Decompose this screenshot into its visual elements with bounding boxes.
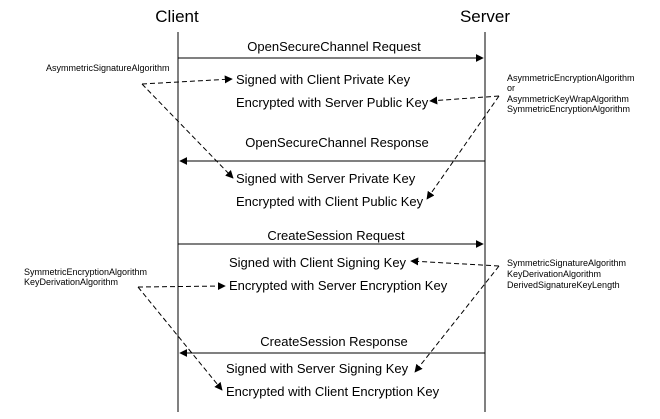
key-derivation-algorithm-left-label: KeyDerivationAlgorithm (24, 277, 118, 287)
asymmetric-key-wrap-algorithm-label: AsymmetricKeyWrapAlgorithm (507, 94, 629, 104)
encrypted-server-public-key: Encrypted with Server Public Key (236, 95, 429, 110)
asym-enc-to-client-public-key-arrow (426, 95, 500, 200)
symmetric-encryption-algorithm-right-label: SymmetricEncryptionAlgorithm (507, 104, 630, 114)
key-derivation-algorithm-right-label: KeyDerivationAlgorithm (507, 269, 601, 279)
asymmetric-encryption-algorithm-label: AsymmetricEncryptionAlgorithm (507, 73, 635, 83)
sym-sig-to-server-signing-arrow (414, 265, 500, 373)
or-label: or (507, 83, 515, 93)
sym-enc-to-client-encryption-arrow (137, 286, 223, 391)
asym-sig-to-server-signature-arrow (141, 83, 234, 179)
open-secure-channel-response-label: OpenSecureChannel Response (245, 135, 429, 150)
symmetric-signature-algorithm-label: SymmetricSignatureAlgorithm (507, 258, 626, 268)
asym-sig-to-client-signature-arrow (141, 75, 233, 85)
derived-signature-key-length-label: DerivedSignatureKeyLength (507, 280, 620, 290)
client-actor-label: Client (155, 7, 199, 26)
signed-server-signing-key: Signed with Server Signing Key (226, 361, 409, 376)
sym-enc-to-server-encryption-arrow (137, 282, 226, 291)
asymmetric-signature-algorithm-label: AsymmetricSignatureAlgorithm (46, 63, 170, 73)
encrypted-server-encryption-key: Encrypted with Server Encryption Key (229, 278, 448, 293)
server-actor-label: Server (460, 7, 510, 26)
signed-client-signing-key: Signed with Client Signing Key (229, 255, 407, 270)
create-session-response-label: CreateSession Response (260, 334, 407, 349)
asym-enc-to-server-public-key-arrow (429, 95, 500, 105)
encrypted-client-encryption-key: Encrypted with Client Encryption Key (226, 384, 440, 399)
open-secure-channel-request-label: OpenSecureChannel Request (247, 39, 421, 54)
signed-client-private-key: Signed with Client Private Key (236, 72, 411, 87)
encrypted-client-public-key: Encrypted with Client Public Key (236, 194, 424, 209)
create-session-request-label: CreateSession Request (267, 228, 405, 243)
signed-server-private-key: Signed with Server Private Key (236, 171, 416, 186)
sym-sig-to-client-signing-arrow (410, 257, 500, 267)
symmetric-encryption-algorithm-left-label: SymmetricEncryptionAlgorithm (24, 267, 147, 277)
